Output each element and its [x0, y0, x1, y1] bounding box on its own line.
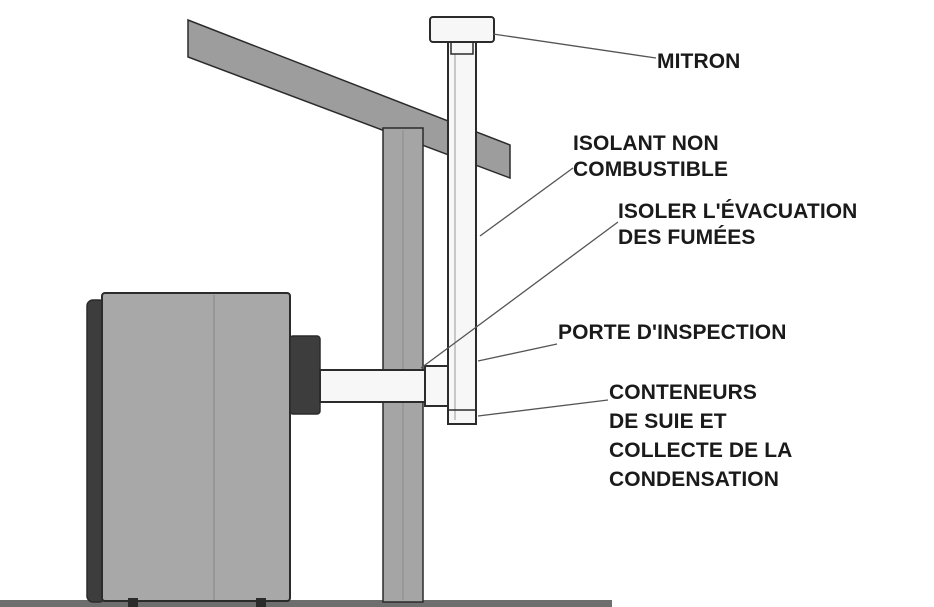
- label-conteneurs-line-2: DE SUIE ET: [609, 410, 727, 433]
- roof-beam: [187, 18, 511, 180]
- horizontal-flue-pipe: [319, 369, 429, 403]
- label-isolant-non-combustible: ISOLANT NON COMBUSTIBLE: [573, 131, 728, 183]
- leader-mitron: [492, 33, 657, 59]
- leader-conteneurs: [477, 399, 609, 417]
- leader-isolant: [479, 167, 574, 237]
- boiler-foot: [128, 598, 138, 607]
- ground-line: [0, 600, 612, 607]
- leader-lines: [420, 33, 657, 417]
- leader-porte: [477, 343, 558, 362]
- label-conteneurs-line-3: COLLECTE DE LA: [609, 439, 793, 462]
- label-mitron-line: MITRON: [657, 50, 741, 73]
- boiler-foot: [256, 598, 266, 607]
- label-conteneurs-line-1: CONTENEURS: [609, 381, 758, 404]
- boiler: [86, 292, 321, 607]
- label-conteneurs-suie: CONTENEURS DE SUIE ET COLLECTE DE LA CON…: [609, 378, 792, 494]
- vertical-chimney-pipe: [447, 39, 477, 425]
- label-isoler-line-2: DES FUMÉES: [618, 226, 756, 249]
- label-conteneurs-line-4: CONDENSATION: [609, 468, 779, 491]
- chimney-cap: [429, 16, 495, 43]
- boiler-flue-outlet: [289, 335, 321, 415]
- label-isolant-line-2: COMBUSTIBLE: [573, 158, 729, 181]
- label-isolant-line-1: ISOLANT NON: [573, 132, 719, 155]
- label-mitron: MITRON: [657, 49, 740, 75]
- leader-isoler: [420, 221, 619, 369]
- boiler-body: [101, 292, 291, 602]
- label-porte-line: PORTE D'INSPECTION: [558, 321, 787, 344]
- label-isoler-line-1: ISOLER L'ÉVACUATION: [618, 200, 858, 223]
- wall-sleeve-insulation: [424, 365, 450, 407]
- label-porte-inspection: PORTE D'INSPECTION: [558, 320, 786, 346]
- label-isoler-evacuation: ISOLER L'ÉVACUATION DES FUMÉES: [618, 199, 857, 251]
